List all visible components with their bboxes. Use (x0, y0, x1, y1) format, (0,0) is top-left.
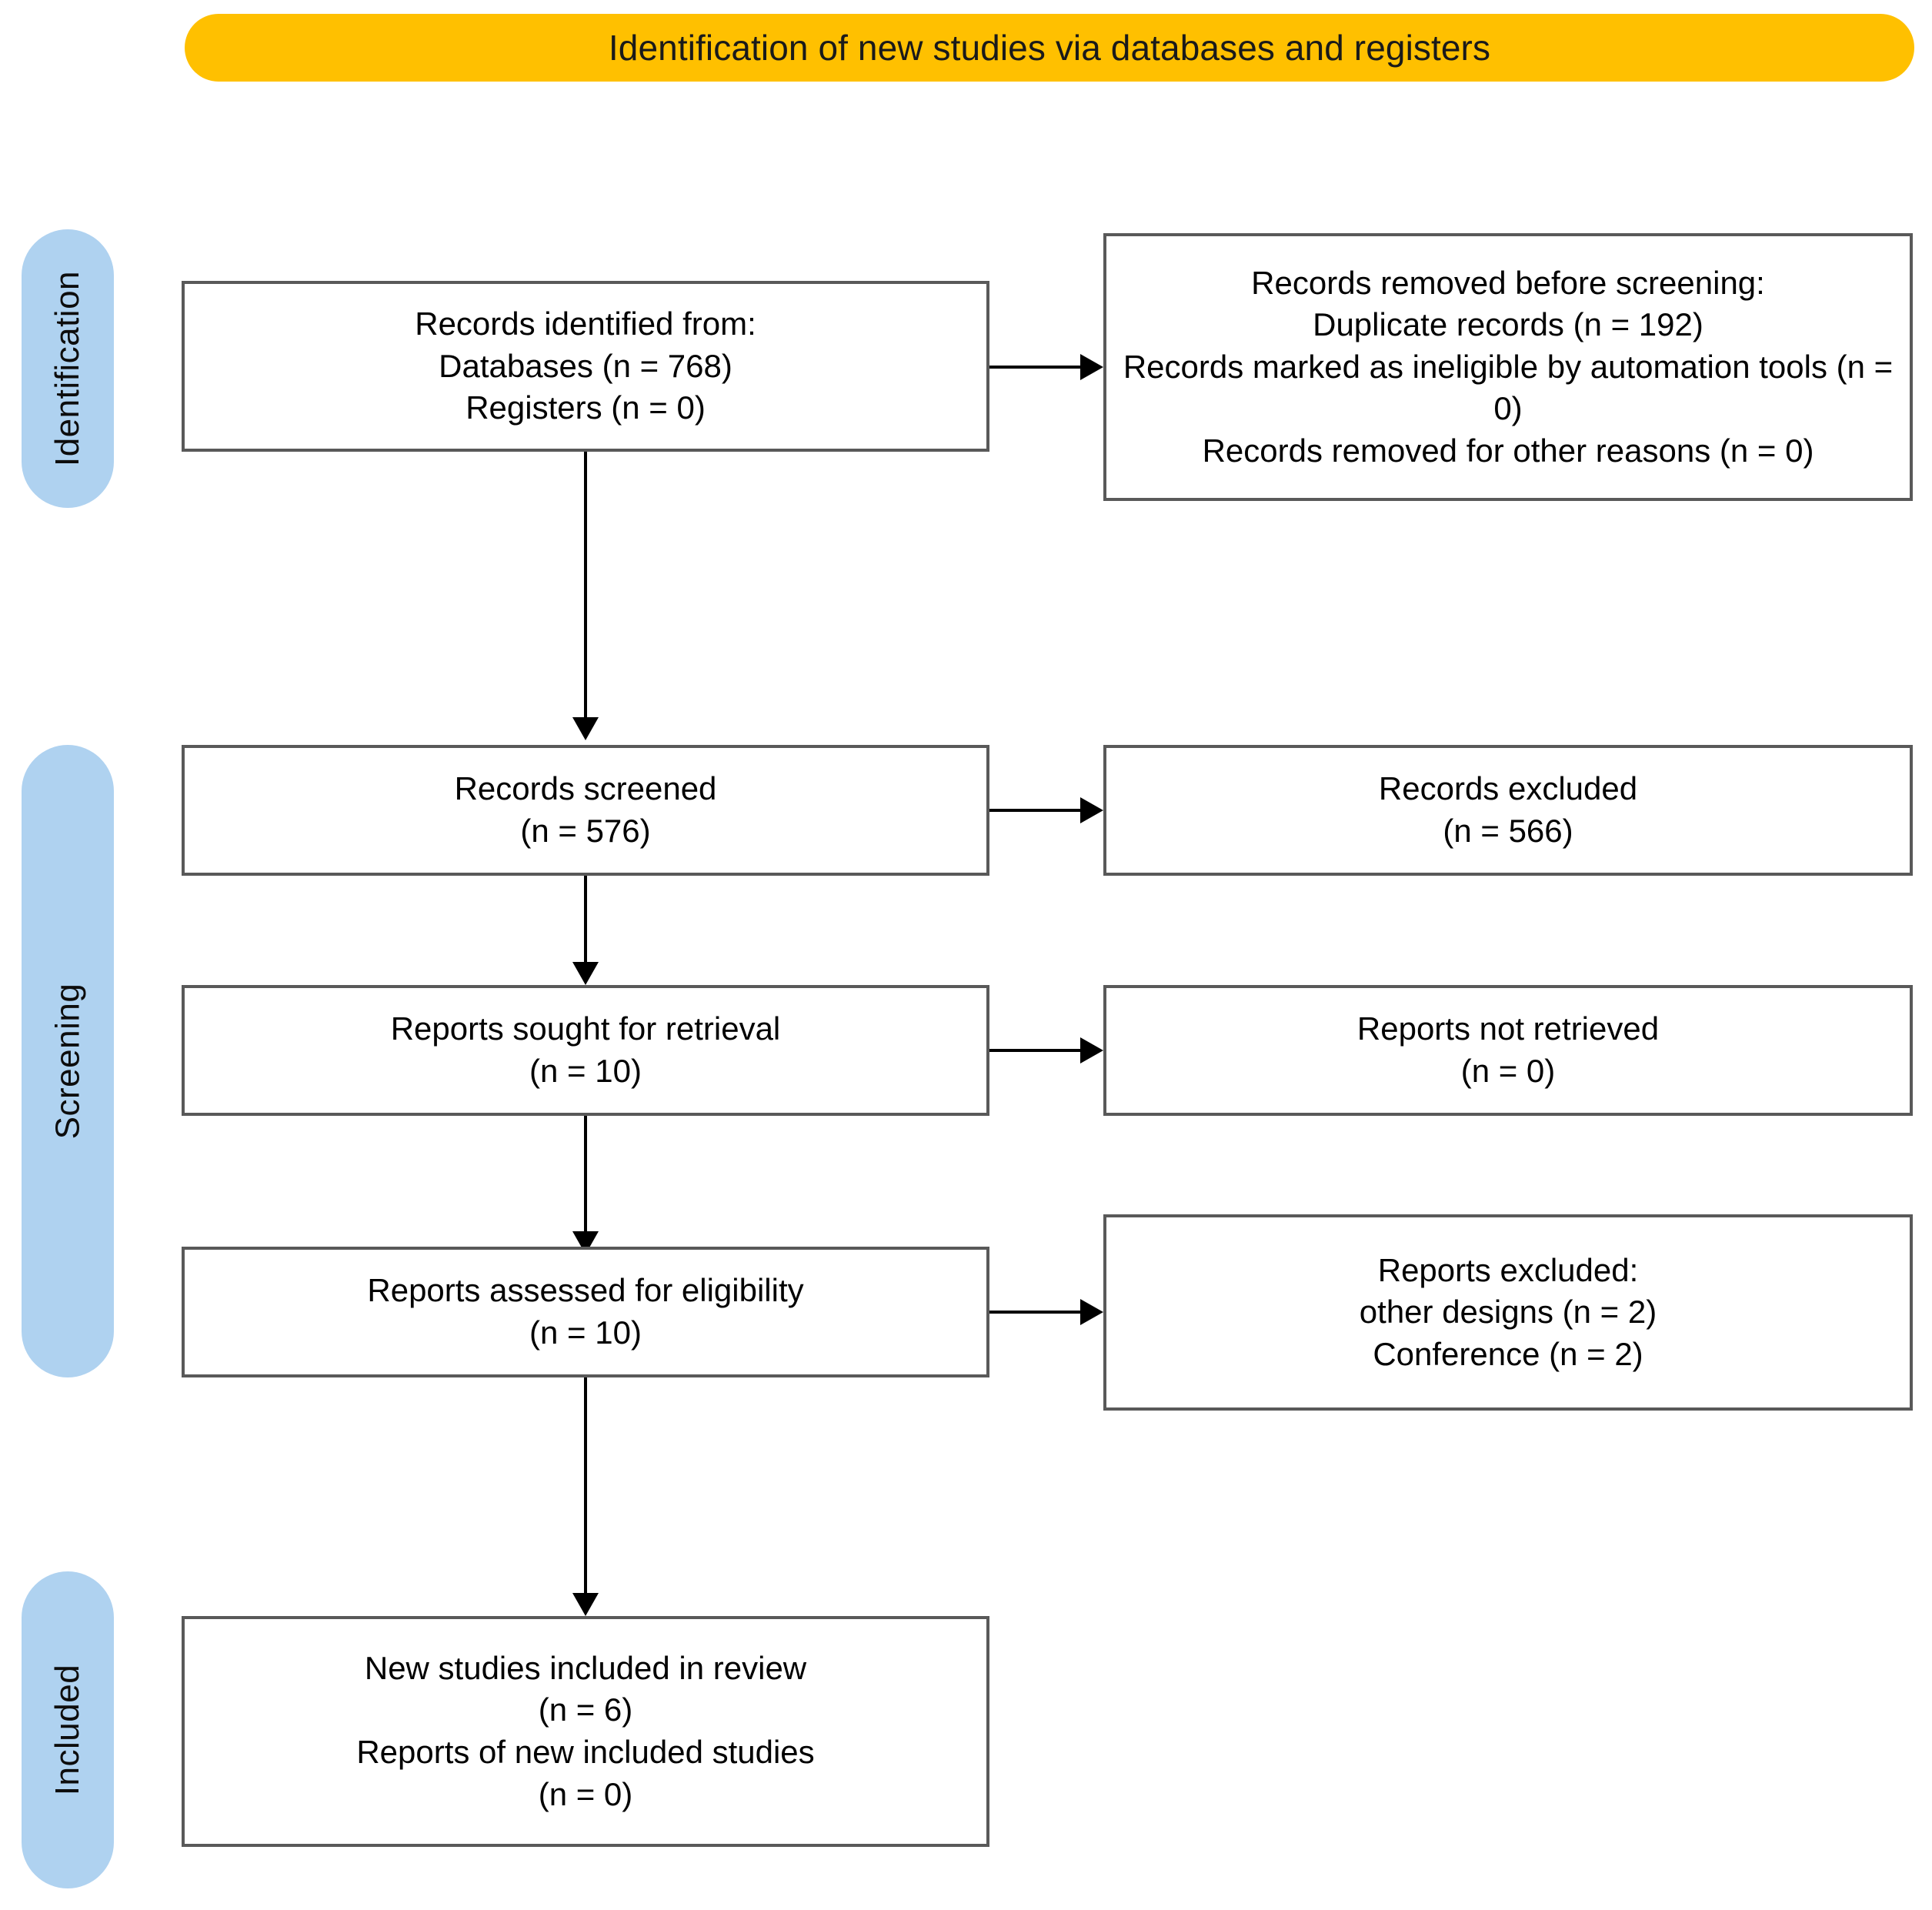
box-line: Records identified from: (415, 306, 756, 342)
stage-pill-identification: Identification (22, 229, 114, 508)
arrowhead-assessed-to-included (572, 1593, 599, 1616)
box-new-studies-included: New studies included in review (n = 6) R… (182, 1616, 989, 1847)
box-reports-excluded: Reports excluded: other designs (n = 2) … (1103, 1214, 1913, 1411)
arrowhead-identified-to-screened (572, 717, 599, 740)
box-line: Duplicate records (n = 192) (1313, 306, 1703, 343)
box-line: Conference (n = 2) (1373, 1335, 1643, 1372)
connector-sought-to-not-retrieved (989, 1049, 1080, 1052)
box-reports-assessed: Reports assessed for eligibility (n = 10… (182, 1247, 989, 1377)
connector-assessed-to-included (584, 1377, 587, 1593)
box-line: (n = 10) (529, 1053, 642, 1089)
box-reports-not-retrieved: Reports not retrieved (n = 0) (1103, 985, 1913, 1116)
box-line: Records removed before screening: (1251, 264, 1765, 301)
box-line: Reports not retrieved (1356, 1010, 1660, 1047)
box-line: Records marked as ineligible by automati… (1123, 348, 1894, 427)
stage-pill-screening: Screening (22, 745, 114, 1377)
box-line: Records removed for other reasons (n = 0… (1202, 432, 1814, 469)
box-line: Registers (n = 0) (465, 389, 706, 426)
box-records-screened: Records screened (n = 576) (182, 745, 989, 876)
connector-screened-to-excluded (989, 809, 1080, 812)
box-line: (n = 10) (529, 1314, 642, 1351)
connector-sought-to-assessed (584, 1116, 587, 1231)
arrowhead-assessed-to-excluded (1080, 1299, 1103, 1325)
box-line: (n = 6) (538, 1691, 633, 1728)
stage-label-identification: Identification (48, 270, 86, 467)
page-title: Identification of new studies via databa… (608, 28, 1491, 68)
arrowhead-sought-to-not-retrieved (1080, 1037, 1103, 1064)
stage-pill-included: Included (22, 1571, 114, 1888)
connector-assessed-to-excluded (989, 1311, 1080, 1314)
connector-identified-to-screened (584, 452, 587, 717)
box-line: (n = 0) (1460, 1053, 1556, 1089)
box-line: Records screened (454, 770, 717, 807)
header-banner: Identification of new studies via databa… (185, 14, 1914, 82)
box-line: Reports assessed for eligibility (367, 1272, 804, 1309)
box-line: New studies included in review (364, 1649, 807, 1686)
stage-label-screening: Screening (48, 983, 87, 1140)
box-line: Databases (n = 768) (439, 347, 732, 384)
box-line: Reports excluded: (1377, 1251, 1639, 1288)
box-line: (n = 576) (520, 813, 651, 849)
box-line: other designs (n = 2) (1359, 1294, 1657, 1331)
connector-screened-to-sought (584, 876, 587, 962)
arrowhead-screened-to-sought (572, 962, 599, 985)
box-line: Reports sought for retrieval (390, 1010, 781, 1047)
box-records-removed: Records removed before screening: Duplic… (1103, 233, 1913, 501)
box-line: Reports of new included studies (356, 1734, 815, 1770)
box-line: (n = 566) (1443, 813, 1573, 849)
arrowhead-screened-to-excluded (1080, 797, 1103, 823)
arrowhead-identified-to-removed (1080, 354, 1103, 380)
box-line: (n = 0) (538, 1775, 633, 1812)
box-line: Records excluded (1378, 770, 1638, 807)
box-records-identified: Records identified from: Databases (n = … (182, 281, 989, 452)
box-records-excluded: Records excluded (n = 566) (1103, 745, 1913, 876)
connector-identified-to-removed (989, 366, 1080, 369)
box-reports-sought: Reports sought for retrieval (n = 10) (182, 985, 989, 1116)
stage-label-included: Included (48, 1664, 87, 1796)
